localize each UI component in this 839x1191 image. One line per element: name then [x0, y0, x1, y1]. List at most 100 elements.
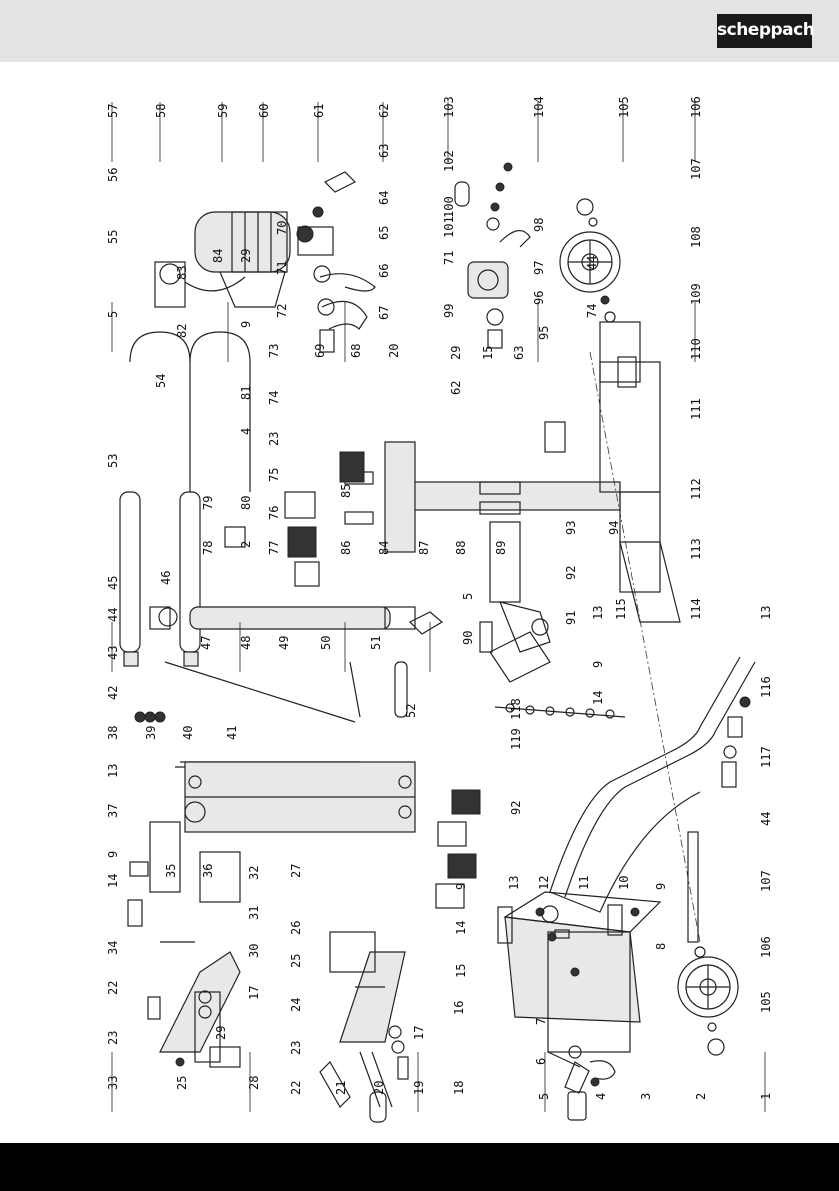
callout-63b: 63 [512, 346, 526, 360]
callout-106: 106 [689, 96, 703, 118]
callout-15b: 15 [454, 964, 468, 978]
callout-2: 2 [239, 541, 253, 548]
callout-86: 86 [339, 541, 353, 555]
callout-98: 98 [532, 218, 546, 232]
callout-103: 103 [442, 96, 456, 118]
callout-12: 12 [537, 876, 551, 890]
callout-100: 100 [442, 196, 456, 218]
callout-79: 79 [201, 496, 215, 510]
callout-107b: 107 [759, 870, 773, 892]
callout-72: 72 [275, 304, 289, 318]
callout-111: 111 [689, 398, 703, 420]
callout-66: 66 [377, 264, 391, 278]
table-assembly-part [147, 941, 241, 1068]
callout-1: 1 [759, 1093, 773, 1100]
callout-20: 20 [387, 344, 401, 358]
callout-9d: 9 [454, 883, 468, 890]
callout-38: 38 [106, 726, 120, 740]
callout-36: 36 [201, 864, 215, 878]
main-column-part [384, 321, 681, 653]
callout-82: 82 [175, 324, 189, 338]
callout-92: 92 [564, 566, 578, 580]
callout-41: 41 [225, 726, 239, 740]
callout-68: 68 [349, 344, 363, 358]
motor-part [154, 211, 334, 308]
callout-27: 27 [289, 864, 303, 878]
callout-25: 25 [175, 1076, 189, 1090]
callout-47: 47 [199, 636, 213, 650]
callout-5c: 5 [537, 1093, 551, 1100]
callout-23: 23 [267, 432, 281, 446]
pump-hoses-part [312, 171, 376, 353]
callout-63: 63 [377, 144, 391, 158]
callout-94: 94 [607, 521, 621, 535]
callout-43: 43 [106, 646, 120, 660]
handle-assembly-part [479, 618, 626, 719]
callout-17: 17 [247, 986, 261, 1000]
callout-115: 115 [614, 598, 628, 620]
callout-31: 31 [247, 906, 261, 920]
callout-14c: 14 [454, 921, 468, 935]
header-band [0, 0, 839, 62]
callout-21: 21 [334, 1081, 348, 1095]
callout-54: 54 [154, 374, 168, 388]
axle-wheel-left-part [589, 351, 739, 1056]
callout-65: 65 [377, 226, 391, 240]
exploded-parts-diagram: 57 58 59 60 61 62 63 64 65 66 67 56 55 7… [106, 96, 773, 1123]
callout-22b: 22 [289, 1081, 303, 1095]
footer-band [0, 1143, 839, 1191]
callout-labels: 57 58 59 60 61 62 63 64 65 66 67 56 55 7… [106, 96, 773, 1100]
callout-9: 9 [239, 321, 253, 328]
callout-32: 32 [247, 866, 261, 880]
callout-44c: 44 [759, 812, 773, 826]
callout-29: 29 [239, 249, 253, 263]
callout-40: 40 [181, 726, 195, 740]
callout-30: 30 [247, 944, 261, 958]
callout-85: 85 [339, 484, 353, 498]
callout-44: 44 [585, 256, 599, 270]
callout-23b: 23 [106, 1031, 120, 1045]
callout-4: 4 [239, 428, 253, 435]
stand-tubes-part [119, 331, 251, 667]
callout-112: 112 [689, 478, 703, 500]
callout-9c: 9 [106, 851, 120, 858]
rods-part [134, 661, 360, 768]
callout-4b: 4 [594, 1093, 608, 1100]
callout-91: 91 [564, 611, 578, 625]
callout-105b: 105 [759, 991, 773, 1013]
callout-75: 75 [267, 468, 281, 482]
callout-114: 114 [689, 598, 703, 620]
callout-76: 76 [267, 506, 281, 520]
callout-113: 113 [689, 538, 703, 560]
callout-118: 118 [509, 698, 523, 720]
parts-artwork [119, 162, 756, 1123]
callout-93: 93 [564, 521, 578, 535]
callout-92b: 92 [509, 801, 523, 815]
callout-81: 81 [239, 386, 253, 400]
callout-96: 96 [532, 291, 546, 305]
callout-11: 11 [577, 876, 591, 890]
callout-13: 13 [591, 606, 605, 620]
callout-14b: 14 [106, 874, 120, 888]
callout-5: 5 [106, 311, 120, 318]
callout-53: 53 [106, 454, 120, 468]
callout-46: 46 [159, 571, 173, 585]
callout-119: 119 [509, 728, 523, 750]
callout-62b: 62 [449, 381, 463, 395]
callout-61: 61 [312, 104, 326, 118]
base-hardware-part [497, 904, 640, 977]
callout-59: 59 [216, 104, 230, 118]
callout-2b: 2 [694, 1093, 708, 1100]
callout-51: 51 [369, 636, 383, 650]
callout-56: 56 [106, 168, 120, 182]
wheel-right-part [559, 198, 637, 388]
brand-logo-text: scheppach [717, 20, 815, 40]
control-valve-part [454, 162, 531, 349]
callout-74: 74 [585, 304, 599, 318]
callout-50: 50 [319, 636, 333, 650]
callout-42: 42 [106, 686, 120, 700]
beam-part [127, 761, 416, 927]
callout-95: 95 [537, 326, 551, 340]
callout-3: 3 [639, 1093, 653, 1100]
callout-7: 7 [534, 1018, 548, 1025]
